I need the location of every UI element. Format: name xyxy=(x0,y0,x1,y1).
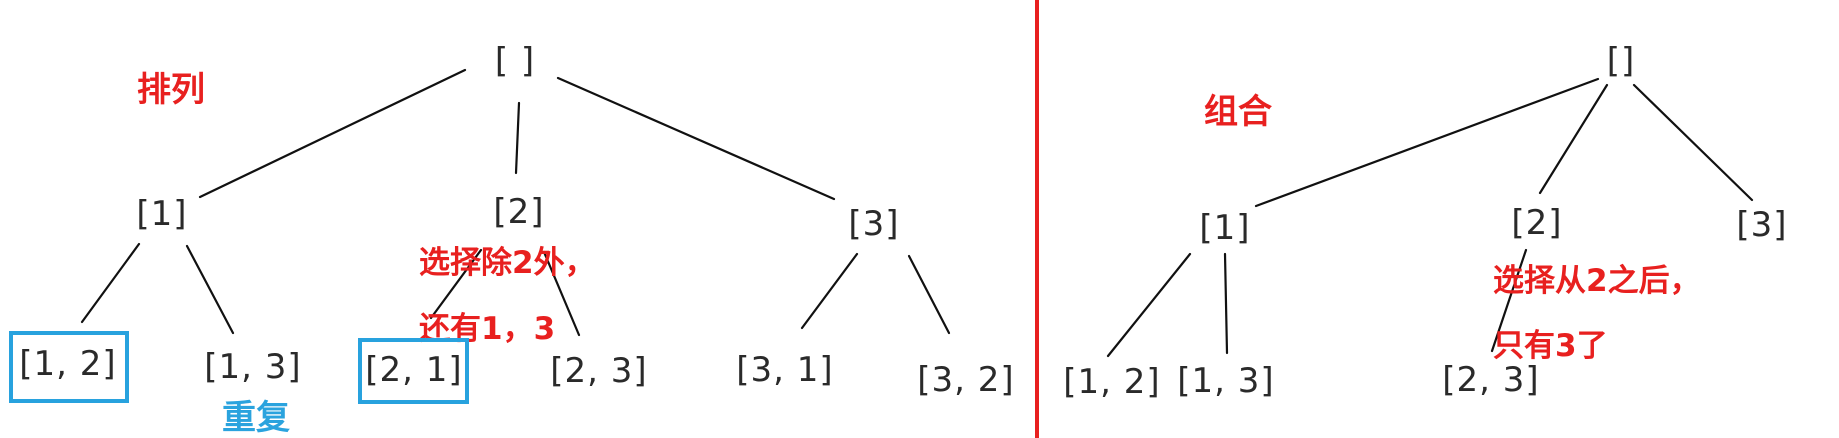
duplicate-box-2-1 xyxy=(358,338,469,404)
edge-perm-root-2 xyxy=(514,101,521,175)
perm-node-3: [3] xyxy=(848,204,900,244)
perm-node-1: [1] xyxy=(136,194,188,234)
edge-comb-root-3 xyxy=(1632,83,1754,202)
edge-perm-1-12 xyxy=(80,242,141,324)
duplicate-label: 重复 xyxy=(222,398,290,438)
perm-leaf-1-3: [1, 3] xyxy=(204,347,302,387)
combination-title: 组合 xyxy=(1204,92,1272,132)
permutation-note-line1: 选择除2外， xyxy=(419,245,596,281)
perm-leaf-2-3: [2, 3] xyxy=(550,351,648,391)
edge-comb-root-1 xyxy=(1254,77,1600,208)
comb-node-2: [2] xyxy=(1511,203,1563,243)
combination-note-line1: 选择从2之后， xyxy=(1493,263,1701,299)
perm-node-2: [2] xyxy=(493,192,545,232)
edge-perm-3-32 xyxy=(907,254,951,335)
comb-leaf-2-3: [2, 3] xyxy=(1442,360,1540,400)
comb-leaf-1-2: [1, 2] xyxy=(1063,362,1161,402)
edge-perm-1-13 xyxy=(185,244,235,335)
edge-perm-root-3 xyxy=(556,76,836,201)
edge-comb-1-13 xyxy=(1223,252,1229,355)
edge-perm-root-1 xyxy=(198,68,467,199)
perm-leaf-1-2: [1, 2] xyxy=(19,344,117,384)
perm-leaf-3-2: [3, 2] xyxy=(917,360,1015,400)
perm-node-root: [ ] xyxy=(494,41,536,81)
edge-comb-1-12 xyxy=(1106,252,1192,358)
section-divider xyxy=(1035,0,1039,438)
edge-perm-2-21 xyxy=(429,248,483,320)
edge-comb-root-2 xyxy=(1538,83,1609,195)
comb-node-root: [] xyxy=(1606,41,1636,81)
comb-leaf-1-3: [1, 3] xyxy=(1177,361,1275,401)
combination-note-line2: 只有3了 xyxy=(1493,328,1608,364)
permutation-title: 排列 xyxy=(137,70,205,110)
edge-comb-2-23 xyxy=(1490,248,1528,353)
comb-node-3: [3] xyxy=(1736,205,1788,245)
duplicate-box-1-2 xyxy=(9,331,129,403)
edge-perm-2-23 xyxy=(542,250,581,337)
comb-node-1: [1] xyxy=(1199,208,1251,248)
perm-leaf-3-1: [3, 1] xyxy=(736,350,834,390)
perm-leaf-2-1: [2, 1] xyxy=(365,350,463,390)
edge-perm-3-31 xyxy=(800,252,859,330)
